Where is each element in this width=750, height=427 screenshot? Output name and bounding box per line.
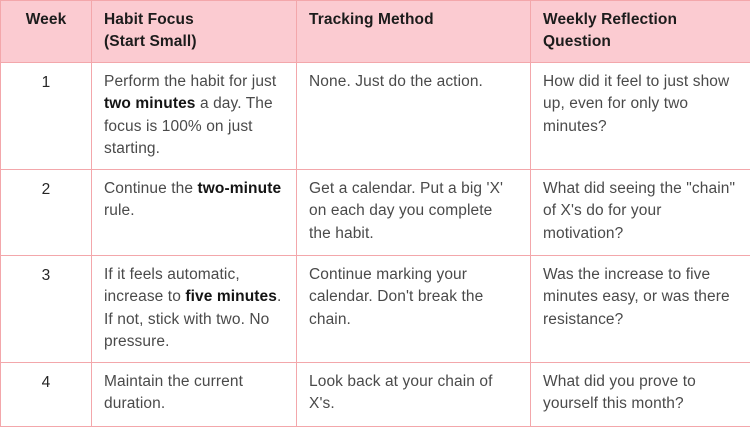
reflection-question-cell: How did it feel to just show up, even fo… bbox=[531, 63, 750, 170]
reflection-question-cell: What did seeing the "chain" of X's do fo… bbox=[531, 169, 750, 255]
header-tracking-method: Tracking Method bbox=[297, 1, 531, 63]
tracking-method-cell: Get a calendar. Put a big 'X' on each da… bbox=[297, 169, 531, 255]
reflection-question-cell: What did you prove to yourself this mont… bbox=[531, 362, 750, 426]
table-header: Week Habit Focus (Start Small) Tracking … bbox=[1, 1, 750, 63]
habit-text: rule. bbox=[104, 202, 135, 219]
habit-bold-text: two minutes bbox=[104, 95, 196, 112]
habit-bold-text: five minutes bbox=[185, 288, 277, 305]
habit-bold-text: two-minute bbox=[198, 180, 282, 197]
reflection-question-cell: Was the increase to five minutes easy, o… bbox=[531, 255, 750, 362]
habit-text: Maintain the current duration. bbox=[104, 373, 243, 412]
week-cell: 3 bbox=[1, 255, 92, 362]
table-row: 3 If it feels automatic, increase to fiv… bbox=[1, 255, 750, 362]
habit-text: Perform the habit for just bbox=[104, 73, 276, 90]
table-body: 1 Perform the habit for just two minutes… bbox=[1, 63, 750, 427]
week-cell: 4 bbox=[1, 362, 92, 426]
table-row: 4 Maintain the current duration. Look ba… bbox=[1, 362, 750, 426]
tracking-method-cell: None. Just do the action. bbox=[297, 63, 531, 170]
week-cell: 1 bbox=[1, 63, 92, 170]
table-row: 1 Perform the habit for just two minutes… bbox=[1, 63, 750, 170]
habit-focus-cell: Maintain the current duration. bbox=[92, 362, 297, 426]
table-row: 2 Continue the two-minute rule. Get a ca… bbox=[1, 169, 750, 255]
header-week: Week bbox=[1, 1, 92, 63]
habit-focus-cell: Perform the habit for just two minutes a… bbox=[92, 63, 297, 170]
habit-text: Continue the bbox=[104, 180, 198, 197]
habit-focus-cell: Continue the two-minute rule. bbox=[92, 169, 297, 255]
habit-focus-cell: If it feels automatic, increase to five … bbox=[92, 255, 297, 362]
tracking-method-cell: Continue marking your calendar. Don't br… bbox=[297, 255, 531, 362]
header-row: Week Habit Focus (Start Small) Tracking … bbox=[1, 1, 750, 63]
tracking-method-cell: Look back at your chain of X's. bbox=[297, 362, 531, 426]
week-cell: 2 bbox=[1, 169, 92, 255]
header-reflection-question: Weekly Reflection Question bbox=[531, 1, 750, 63]
header-habit-focus: Habit Focus (Start Small) bbox=[92, 1, 297, 63]
